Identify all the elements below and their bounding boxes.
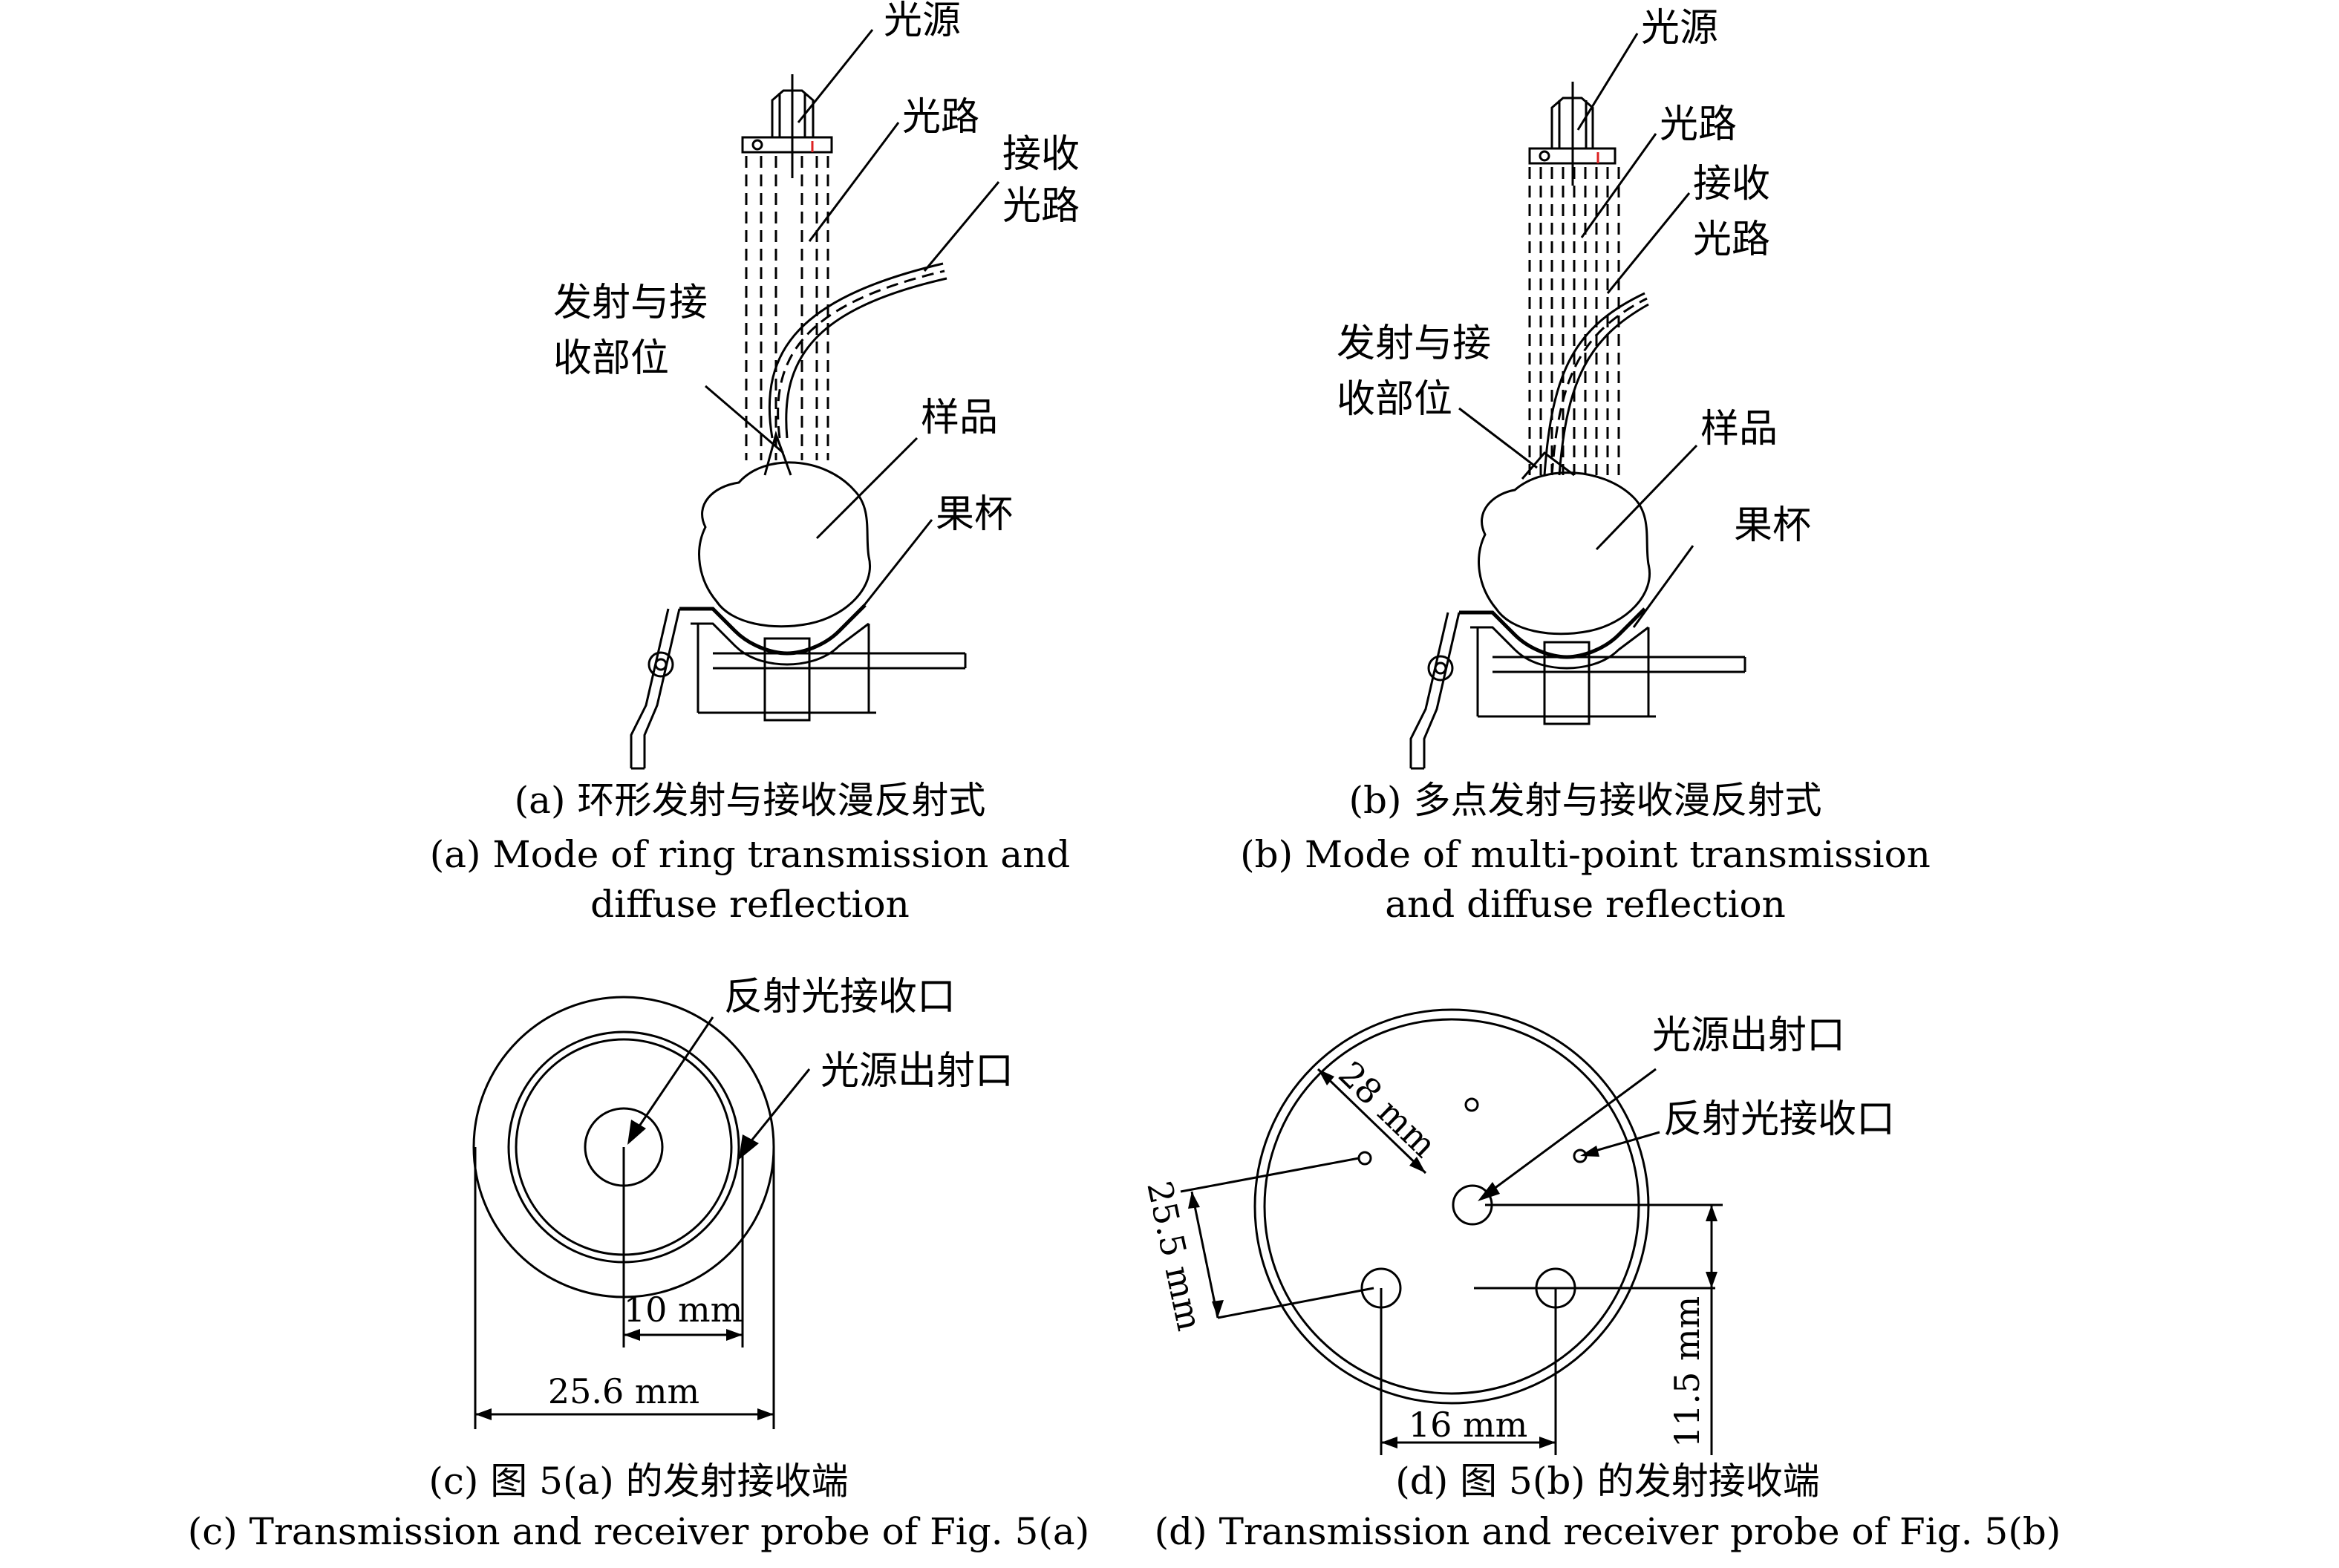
light-source-lamp [741,74,833,178]
panel-d-drawing [1180,1008,1723,1455]
panel-b-caption-en-1: (b) Mode of multi-point transmission [1240,833,1931,876]
panel-d-dim-25-5: 25.5 mm [1139,1177,1210,1334]
panel-b-label-tx-rx-2: 收部位 [1337,377,1452,422]
panel-a-label-receive-path-2: 光路 [1002,184,1080,229]
panel-b-label-light-source: 光源 [1641,6,1718,50]
panel-a-drawing [630,29,1000,770]
panel-b-drawing [1409,33,1746,770]
panel-d-labels: 光源出射口 反射光接收口 28 mm 25.5 mm 11.5 mm 16 mm [1139,1013,1895,1448]
sample-fruit [1478,471,1651,636]
panel-a-label-sample: 样品 [921,396,998,440]
panel-c-dim-inner: 10 mm [624,1290,743,1330]
panel-a-label-light-path: 光路 [902,95,979,140]
panel-c-caption-en: (c) Transmission and receiver probe of F… [188,1510,1089,1553]
panel-c-caption: (c) 图 5(a) 的发射接收端 (c) Transmission and r… [188,1460,1089,1553]
receive-path-fiber [1521,292,1649,480]
sample-fruit [698,461,871,628]
panel-b-label-receive-path-1: 接收 [1693,162,1770,206]
panel-b-label-fruit-cup: 果杯 [1734,503,1811,548]
panel-a-caption-en-2: diffuse reflection [590,883,910,926]
panel-a-caption-en-1: (a) Mode of ring transmission and [430,833,1071,876]
panel-d-dim-28: 28 mm [1331,1054,1444,1165]
panel-a-label-light-source: 光源 [884,0,961,43]
panel-b-label-receive-path-2: 光路 [1693,218,1770,262]
panel-d-caption: (d) 图 5(b) 的发射接收端 (d) Transmission and r… [1155,1460,2061,1553]
panel-d-dim-16: 16 mm [1409,1405,1527,1445]
outer-ring [1253,1008,1650,1405]
panel-b-label-tx-rx-1: 发射与接 [1337,321,1491,366]
panel-b-caption: (b) 多点发射与接收漫反射式 (b) Mode of multi-point … [1240,779,1931,926]
panel-b-label-sample: 样品 [1700,407,1778,451]
fruit-cup [630,604,967,770]
fruit-cup [1409,607,1746,770]
left-small-port [1357,1151,1372,1166]
panel-a-caption: (a) 环形发射与接收漫反射式 (a) Mode of ring transmi… [430,779,1071,926]
panel-b-label-light-path: 光路 [1660,102,1737,147]
panel-d-dim-11-5: 11.5 mm [1667,1296,1707,1448]
light-source-lamp [1528,82,1617,186]
panel-b-caption-en-2: and diffuse reflection [1385,883,1786,926]
panel-a-caption-cn: (a) 环形发射与接收漫反射式 [515,779,986,822]
panel-d-label-light-exit-port: 光源出射口 [1652,1013,1845,1058]
panel-d-caption-cn: (d) 图 5(b) 的发射接收端 [1395,1460,1820,1503]
panel-a-labels: 光源 光路 接收 光路 发射与接 收部位 样品 果杯 [553,0,1080,537]
panel-c-labels: 反射光接收口 光源出射口 10 mm 25.6 mm [548,975,1014,1411]
panel-a-label-receive-path-1: 接收 [1002,132,1080,177]
panel-b-caption-cn: (b) 多点发射与接收漫反射式 [1349,779,1822,822]
top-small-port [1464,1097,1479,1112]
light-path-bundle [1528,167,1620,475]
receive-path-fiber [763,262,947,476]
panel-c-dim-outer: 25.6 mm [548,1371,699,1411]
panel-c-label-reflect-receive-port: 反射光接收口 [724,975,956,1019]
panel-a-label-tx-rx-2: 收部位 [553,336,669,381]
panel-c-label-light-exit-port: 光源出射口 [821,1049,1014,1094]
panel-c-caption-cn: (c) 图 5(a) 的发射接收端 [428,1460,848,1503]
panel-d-caption-en: (d) Transmission and receiver probe of F… [1155,1510,2061,1553]
panel-b-labels: 光源 光路 接收 光路 发射与接 收部位 样品 果杯 [1337,6,1811,548]
panel-a-label-fruit-cup: 果杯 [936,492,1013,537]
panel-d-label-reflect-receive-port: 反射光接收口 [1663,1097,1895,1142]
panel-c-drawing [472,996,811,1429]
panel-a-label-tx-rx-1: 发射与接 [553,281,708,325]
inner-ring [1263,1018,1640,1395]
